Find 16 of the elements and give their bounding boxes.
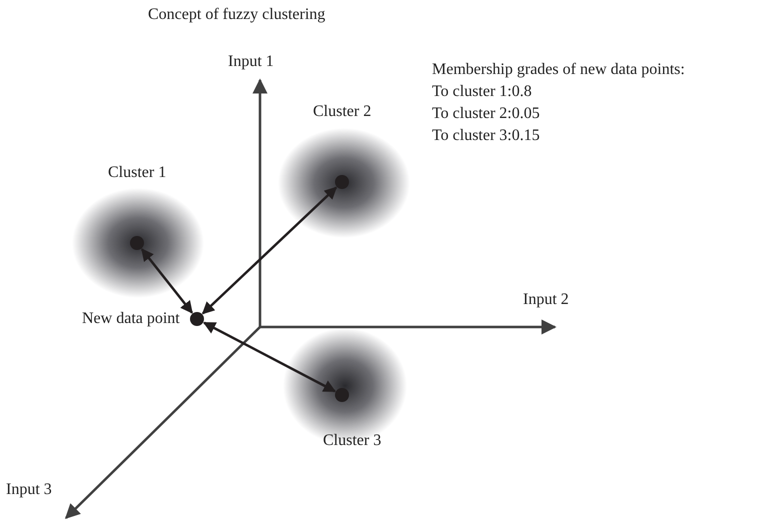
point-label: Cluster 1	[108, 163, 166, 183]
double-headed-arrow	[202, 322, 336, 392]
point-label: Cluster 2	[313, 102, 372, 122]
double-headed-arrow	[202, 186, 338, 314]
point-label: New data point	[82, 309, 180, 329]
axis-label: Input 1	[228, 52, 274, 72]
point-label: Cluster 3	[323, 431, 382, 451]
note-text: To cluster 2:0.05	[432, 104, 540, 124]
diagram-title: Concept of fuzzy clustering	[148, 5, 326, 25]
double-headed-arrow	[140, 248, 194, 314]
axis-label: Input 3	[6, 480, 52, 500]
note-text: To cluster 1:0.8	[432, 82, 532, 102]
note-text: Membership grades of new data points:	[432, 60, 685, 80]
data-point-dot	[190, 312, 204, 326]
axis-label: Input 2	[523, 290, 569, 310]
note-text: To cluster 3:0.15	[432, 126, 540, 146]
